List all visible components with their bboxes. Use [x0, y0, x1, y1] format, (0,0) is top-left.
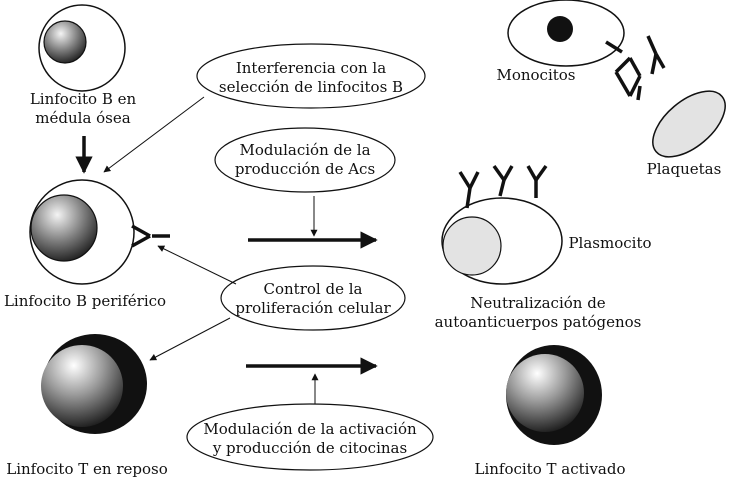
surface-receptor-icon	[131, 224, 170, 248]
platelets-label: Plaquetas	[647, 160, 722, 178]
monocyte	[507, 0, 625, 67]
mechanism-proliferation-bubble	[220, 265, 406, 331]
b-cell-marrow	[38, 4, 126, 92]
arrow-proliferation-to-t	[149, 317, 231, 361]
monocytes-label: Monocitos	[496, 66, 575, 84]
antibody-icon	[605, 35, 666, 101]
mechanism-activation-bubble	[186, 403, 434, 471]
secreted-antibodies-icon	[458, 164, 548, 209]
t-cell-resting	[41, 334, 147, 434]
t-cell-activated	[506, 345, 602, 445]
platelet	[652, 90, 726, 158]
mechanism-antibody-production-bubble	[214, 127, 396, 193]
arrow-b-selection	[103, 96, 205, 173]
plasmocyte	[441, 197, 563, 285]
arrow-proliferation-to-b	[157, 245, 237, 285]
b-cell-peripheral-label: Linfocito B periférico	[4, 292, 166, 310]
mechanism-b-selection-bubble	[196, 43, 426, 109]
b-cell-peripheral	[29, 179, 170, 285]
t-cell-activated-label: Linfocito T activado	[474, 460, 625, 478]
t-cell-resting-label: Linfocito T en reposo	[6, 460, 168, 478]
plasmocyte-label: Plasmocito	[568, 234, 651, 252]
